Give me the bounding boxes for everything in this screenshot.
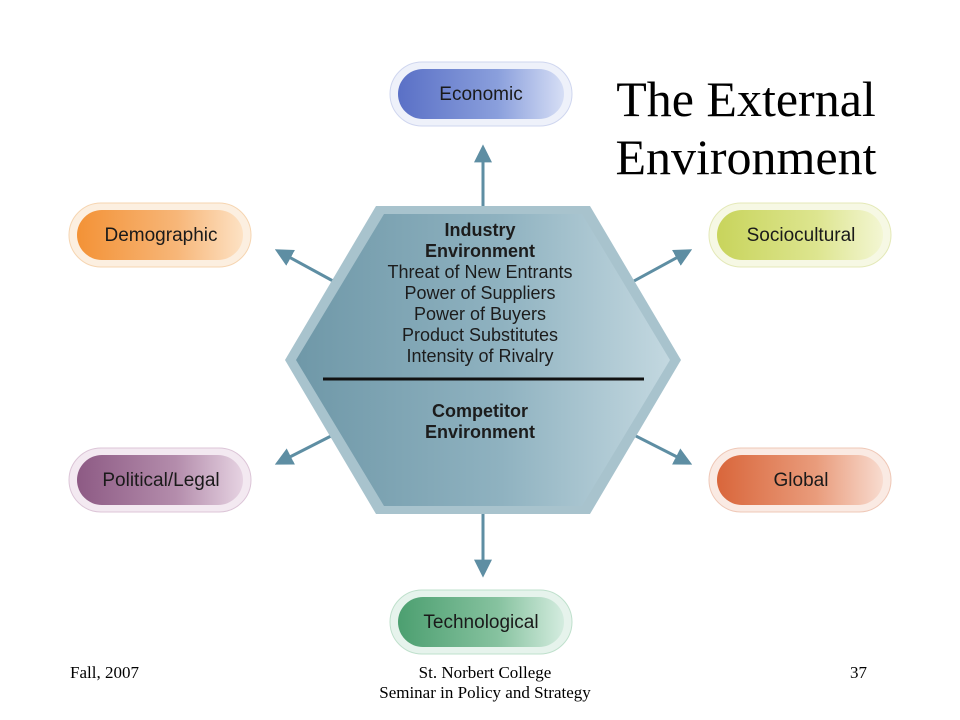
force-item: Threat of New Entrants <box>387 262 572 282</box>
slide-title-line1: The External <box>616 71 876 127</box>
pill-economic: Economic <box>389 61 573 127</box>
slide-number: 37 <box>850 663 867 682</box>
pill-global: Global <box>708 447 892 513</box>
pill-label-technological: Technological <box>423 612 538 633</box>
arrow-global <box>633 433 693 465</box>
pill-label-global: Global <box>774 470 829 491</box>
industry-heading-line2: Environment <box>425 241 535 261</box>
arrow-political-legal <box>274 433 334 465</box>
competitor-heading-line2: Environment <box>425 422 535 442</box>
slide-title-line2: Environment <box>615 129 877 185</box>
pill-technological: Technological <box>389 589 573 655</box>
industry-heading-line1: Industry <box>444 220 515 240</box>
force-item: Product Substitutes <box>402 325 558 345</box>
competitor-heading-line1: Competitor <box>432 401 528 421</box>
footer-college: St. Norbert College <box>418 663 552 682</box>
footer-course: Seminar in Policy and Strategy <box>379 683 591 702</box>
arrow-demographic <box>274 249 334 283</box>
footer-date: Fall, 2007 <box>70 663 139 682</box>
slide-title: The External Environment <box>596 70 896 186</box>
pill-sociocultural: Sociocultural <box>708 202 892 268</box>
pill-label-economic: Economic <box>439 84 522 105</box>
force-item: Power of Buyers <box>414 304 546 324</box>
arrows <box>274 144 693 578</box>
pill-label-political-legal: Political/Legal <box>102 470 219 491</box>
pill-label-sociocultural: Sociocultural <box>747 225 856 246</box>
force-item: Intensity of Rivalry <box>406 346 553 366</box>
arrow-sociocultural <box>633 249 693 283</box>
pill-label-demographic: Demographic <box>105 225 218 246</box>
pill-demographic: Demographic <box>68 202 252 268</box>
force-item: Power of Suppliers <box>404 283 555 303</box>
pill-political-legal: Political/Legal <box>68 447 252 513</box>
industry-hexagon: Industry Environment Threat of New Entra… <box>285 206 681 514</box>
footer-center: St. Norbert College Seminar in Policy an… <box>300 663 670 703</box>
